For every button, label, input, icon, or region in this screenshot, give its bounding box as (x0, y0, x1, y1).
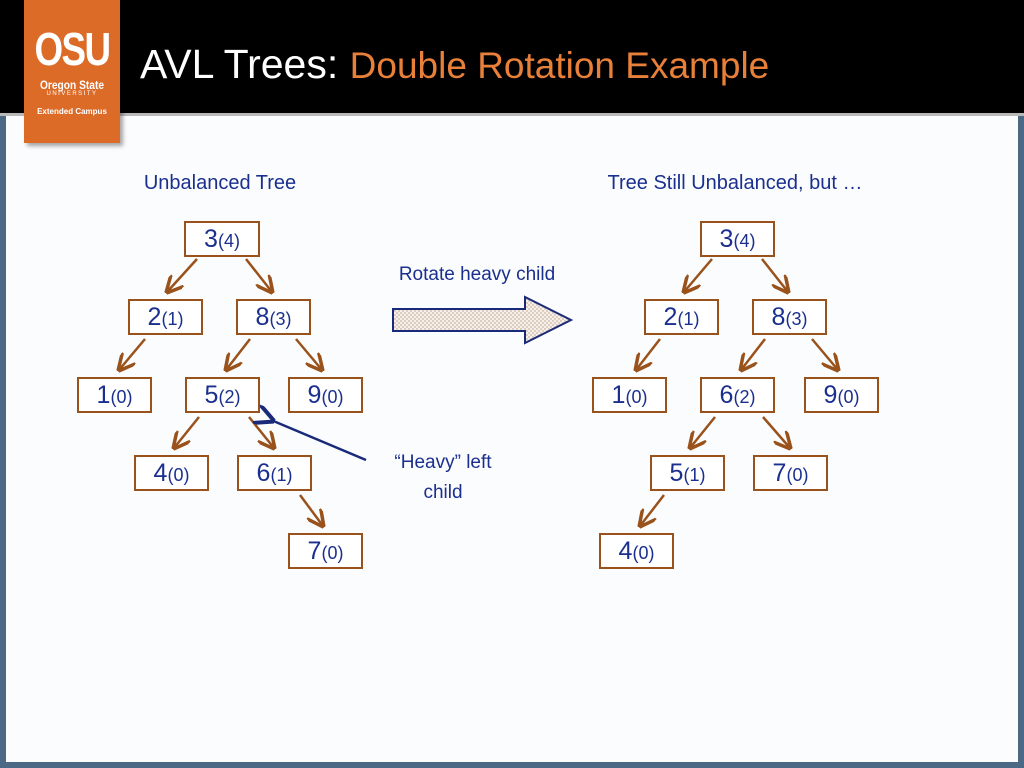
tree-node: 4(0) (134, 455, 209, 491)
edge (811, 338, 838, 370)
heavy-child-note: “Heavy” left child (358, 448, 528, 508)
osu-logo: OSU Oregon State UNIVERSITY Extended Cam… (24, 0, 120, 143)
tree-node: 9(0) (288, 377, 363, 413)
title-main: AVL Trees: (140, 41, 339, 87)
tree-node: 3(4) (700, 221, 775, 257)
tree-node: 5(2) (185, 377, 260, 413)
heavy-note-line2: child (423, 482, 463, 503)
tree-node: 6(1) (237, 455, 312, 491)
tree-node: 1(0) (592, 377, 667, 413)
header-bar (0, 0, 1024, 113)
rotate-arrow-label: Rotate heavy child (398, 264, 556, 285)
tree-node: 9(0) (804, 377, 879, 413)
tree-node: 1(0) (77, 377, 152, 413)
rotate-arrow (392, 295, 574, 345)
right-tree-edges (636, 258, 838, 526)
edge (167, 258, 198, 292)
edge (741, 338, 766, 370)
logo-campus: Extended Campus (37, 107, 107, 116)
header-divider (0, 113, 1024, 116)
edge (640, 494, 665, 526)
left-tree-caption: Unbalanced Tree (143, 172, 297, 194)
edge (174, 416, 200, 448)
edge (298, 494, 323, 526)
logo-name: Oregon State (39, 78, 105, 92)
edge (690, 416, 716, 448)
edge (295, 338, 322, 370)
page-title: AVL Trees: Double Rotation Example (140, 36, 769, 96)
tree-node: 8(3) (752, 299, 827, 335)
right-tree-caption: Tree Still Unbalanced, but … (607, 172, 863, 194)
edge (245, 258, 272, 292)
tree-node: 7(0) (288, 533, 363, 569)
edge (762, 416, 790, 448)
heavy-note-line1: “Heavy” left (394, 452, 492, 473)
tree-node: 6(2) (700, 377, 775, 413)
edge (248, 416, 274, 448)
edge (119, 338, 146, 370)
tree-node: 5(1) (650, 455, 725, 491)
tree-node: 4(0) (599, 533, 674, 569)
edge (684, 258, 713, 292)
tree-node: 3(4) (184, 221, 260, 257)
tree-node: 7(0) (753, 455, 828, 491)
tree-node: 8(3) (236, 299, 311, 335)
edge (226, 338, 251, 370)
logo-university: UNIVERSITY (46, 91, 98, 97)
heavy-child-pointer (271, 420, 367, 462)
title-subtitle: Double Rotation Example (349, 45, 770, 86)
tree-node: 2(1) (128, 299, 203, 335)
edge (636, 338, 661, 370)
edge (761, 258, 788, 292)
tree-node: 2(1) (644, 299, 719, 335)
left-tree-edges (119, 258, 323, 526)
logo-abbr: OSU (34, 23, 112, 75)
